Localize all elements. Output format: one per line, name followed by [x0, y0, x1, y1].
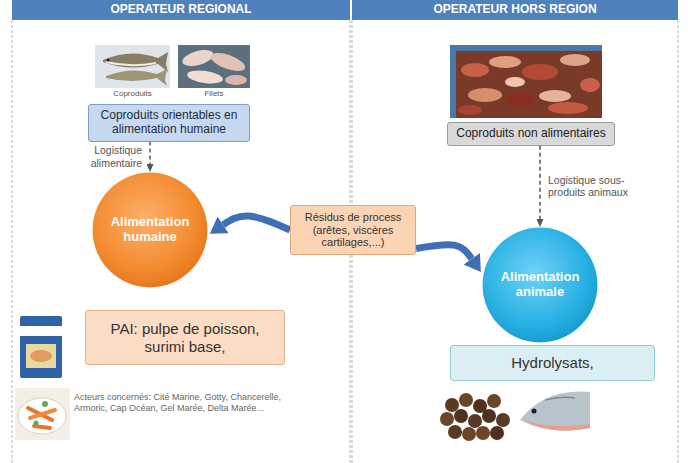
food-photo [15, 388, 70, 440]
circle-shape [93, 173, 208, 288]
photo-caption: Coproduits [95, 89, 170, 99]
pellets-photo [496, 413, 510, 427]
food-photo [34, 426, 50, 428]
node-text: Résidus de process [305, 211, 402, 224]
fillet-photo [225, 75, 247, 85]
fillet-photo [178, 45, 250, 88]
product-package [30, 350, 52, 362]
node-text: (arêtes, viscères cartilages,...) [297, 224, 409, 249]
fish-photo [95, 45, 170, 88]
pellets-photo [445, 398, 459, 412]
product-box: PAI: pulpe de poisson, surimi base, [85, 310, 285, 365]
salmon-photo [520, 392, 590, 431]
waste-photo [539, 90, 571, 102]
coproduct-box: Coproduits non alimentaires [447, 122, 615, 146]
node-text: OPERATEUR HORS REGION [433, 3, 596, 17]
fillet-photo [209, 49, 248, 74]
pellets-photo [476, 426, 490, 440]
note-text: Acteurs concernés: Cité Marine, Gotty, C… [74, 392, 286, 414]
product-package [20, 316, 62, 378]
pellets-photo [448, 425, 462, 439]
fish-photo [107, 59, 110, 62]
waste-photo [461, 63, 489, 77]
product-package [20, 326, 62, 336]
waste-photo [522, 64, 558, 80]
node-text: Coproduits orientables en alimentation h… [95, 109, 243, 137]
logistics-arrow [539, 146, 541, 219]
waste-photo [580, 78, 600, 92]
product-box: Hydrolysats, [450, 345, 655, 381]
column-frame [12, 20, 678, 463]
waste-photo [458, 105, 482, 115]
column-header: OPERATEUR REGIONAL [12, 0, 350, 20]
edge-label: Logistique sous-produits animaux [548, 174, 648, 199]
waste-photo [450, 45, 602, 51]
salmon-photo [545, 397, 575, 400]
salmon-photo [532, 409, 537, 414]
node-text: Alimentation humaine [100, 215, 200, 245]
waste-photo [450, 45, 602, 118]
circle-shape [483, 228, 598, 343]
logistics-arrow [149, 142, 151, 164]
node-text: OPERATEUR REGIONAL [110, 3, 251, 17]
salmon-photo [520, 392, 590, 431]
fillet-photo [178, 45, 250, 88]
food-photo [34, 421, 39, 426]
product-package [20, 316, 62, 378]
pellets-photo [468, 414, 482, 428]
salmon-photo [524, 420, 590, 431]
waste-photo [505, 92, 535, 108]
pellets-photo [482, 409, 496, 423]
pellets-photo [490, 426, 504, 440]
column-header: OPERATEUR HORS REGION [352, 0, 678, 20]
waste-photo [450, 45, 602, 118]
waste-photo [505, 77, 525, 87]
category-circle: Alimentation animale [482, 227, 598, 343]
column-frame [678, 20, 679, 463]
pellets-photo [462, 427, 476, 441]
coproduct-box: Coproduits orientables en alimentation h… [88, 104, 250, 142]
node-text: Coproduits non alimentaires [456, 127, 605, 141]
pellets-photo [440, 412, 454, 426]
photo-caption: Filets [178, 89, 250, 99]
flow-arrow [416, 245, 472, 259]
column-frame [12, 20, 13, 463]
fish-photo [106, 69, 167, 86]
fillet-photo [186, 69, 223, 86]
food-photo [18, 398, 66, 434]
fish-photo [95, 45, 170, 88]
pellets-photo [440, 393, 510, 441]
residue-box: Résidus de process(arêtes, viscères cart… [290, 205, 416, 255]
node-text: Hydrolysats, [511, 354, 594, 371]
node-text: PAI: pulpe de poisson, surimi base, [92, 320, 278, 355]
product-package [26, 344, 56, 368]
waste-photo [450, 45, 456, 118]
pellets-photo [487, 394, 501, 408]
food-photo [15, 388, 70, 440]
pellets-photo [459, 393, 473, 407]
waste-photo [489, 56, 521, 68]
waste-photo [560, 54, 590, 66]
food-photo [42, 401, 48, 407]
node-text: Alimentation animale [490, 270, 590, 300]
waste-photo [548, 102, 588, 114]
flow-arrow [223, 216, 290, 230]
pellets-photo [454, 409, 468, 423]
category-circle: Alimentation humaine [92, 172, 208, 288]
food-photo [30, 410, 55, 418]
fish-photo [106, 62, 156, 65]
fillet-photo [181, 47, 216, 69]
edge-label: Logistique alimentaire [78, 144, 142, 169]
fish-photo [103, 52, 168, 72]
waste-photo [468, 88, 502, 102]
